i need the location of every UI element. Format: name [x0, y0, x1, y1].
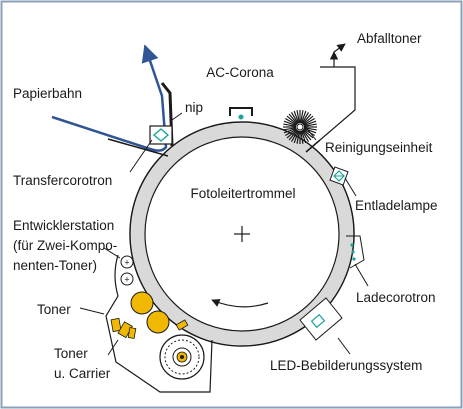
mixer-wheel [159, 334, 205, 380]
brush-bristle [302, 129, 314, 139]
paper-path [51, 44, 168, 152]
leader-lines [79, 112, 369, 356]
paper-guide-lower [107, 138, 169, 157]
brush-bristle [296, 130, 300, 144]
brush-bristle [303, 128, 316, 137]
brush-bristle [288, 113, 298, 125]
brush-bristle [293, 130, 300, 144]
label-toner-carrier-line-2: u. Carrier [54, 366, 111, 381]
toner-roller-2 [146, 310, 170, 334]
label-toner: Toner [37, 302, 71, 317]
label-ladecorotron: Ladecorotron [356, 290, 436, 305]
rotation-arrow-icon [211, 299, 269, 308]
label-ac-corona: AC-Corona [206, 65, 274, 80]
label-nip: nip [185, 100, 203, 115]
cleaning-unit [283, 43, 356, 144]
brush-bristle [290, 130, 299, 143]
brush-bristle [302, 113, 312, 125]
toner-roller-1 [130, 291, 154, 315]
brush-bristle [302, 129, 312, 141]
drum-center-plus-icon [234, 226, 250, 242]
brush-bristle [283, 120, 297, 127]
label-entwicklerstation-line-1: Entwicklerstation [13, 218, 114, 233]
brush-bristle [293, 110, 300, 124]
label-transfercorotron: Transfercorotron [13, 173, 112, 188]
label-reinigungseinheit: Reinigungseinheit [325, 140, 433, 155]
brush-bristle [300, 130, 307, 144]
svg-text:+: + [124, 275, 129, 285]
brush-bristle [288, 129, 298, 141]
developer-station: + + [105, 254, 213, 393]
brush-bristle [290, 111, 299, 124]
led-imaging-system [299, 297, 343, 341]
brush-bristle [303, 120, 317, 127]
label-abfalltoner: Abfalltoner [357, 31, 422, 46]
label-led-bebilderungssystem: LED-Bebilderungssystem [270, 358, 422, 373]
brush-bristle [303, 123, 317, 127]
brush-bristle [300, 130, 304, 144]
brush-bristle [296, 110, 300, 124]
cleaning-blade [305, 139, 321, 153]
brush-bristle [283, 123, 297, 127]
charging-corotron [346, 235, 365, 269]
label-entladelampe: Entladelampe [355, 198, 438, 213]
brush-bristle [286, 129, 298, 139]
brush-bristle [283, 127, 297, 134]
brush-bristle [303, 127, 317, 134]
cleaning-brush-icon [283, 110, 317, 144]
label-entwicklerstation-line-3: nenten-Toner) [13, 258, 97, 273]
transfer-corotron [149, 125, 173, 145]
brush-bristle [303, 117, 316, 126]
svg-text:+: + [124, 258, 129, 268]
brush-bristle [284, 117, 297, 126]
brush-hub [296, 123, 304, 131]
label-entwicklerstation-line-2: (für Zwei-Kompo- [13, 238, 117, 253]
developer-roller-2 [120, 272, 134, 286]
brush-bristle [302, 115, 314, 125]
brush-bristle [301, 130, 310, 143]
brush-bristle [286, 115, 298, 125]
label-fotoleitertrommel: Fotoleitertrommel [190, 186, 295, 201]
brush-bristle [284, 128, 297, 137]
developer-roller-1 [120, 255, 134, 269]
label-papierbahn: Papierbahn [13, 86, 82, 101]
label-toner-carrier-line-1: Toner [54, 346, 88, 361]
toner-carrier-blades [110, 317, 137, 339]
ac-corona [229, 107, 253, 120]
brush-bristle [283, 127, 297, 131]
brush-bristle [300, 110, 307, 124]
brush-bristle [301, 111, 310, 124]
